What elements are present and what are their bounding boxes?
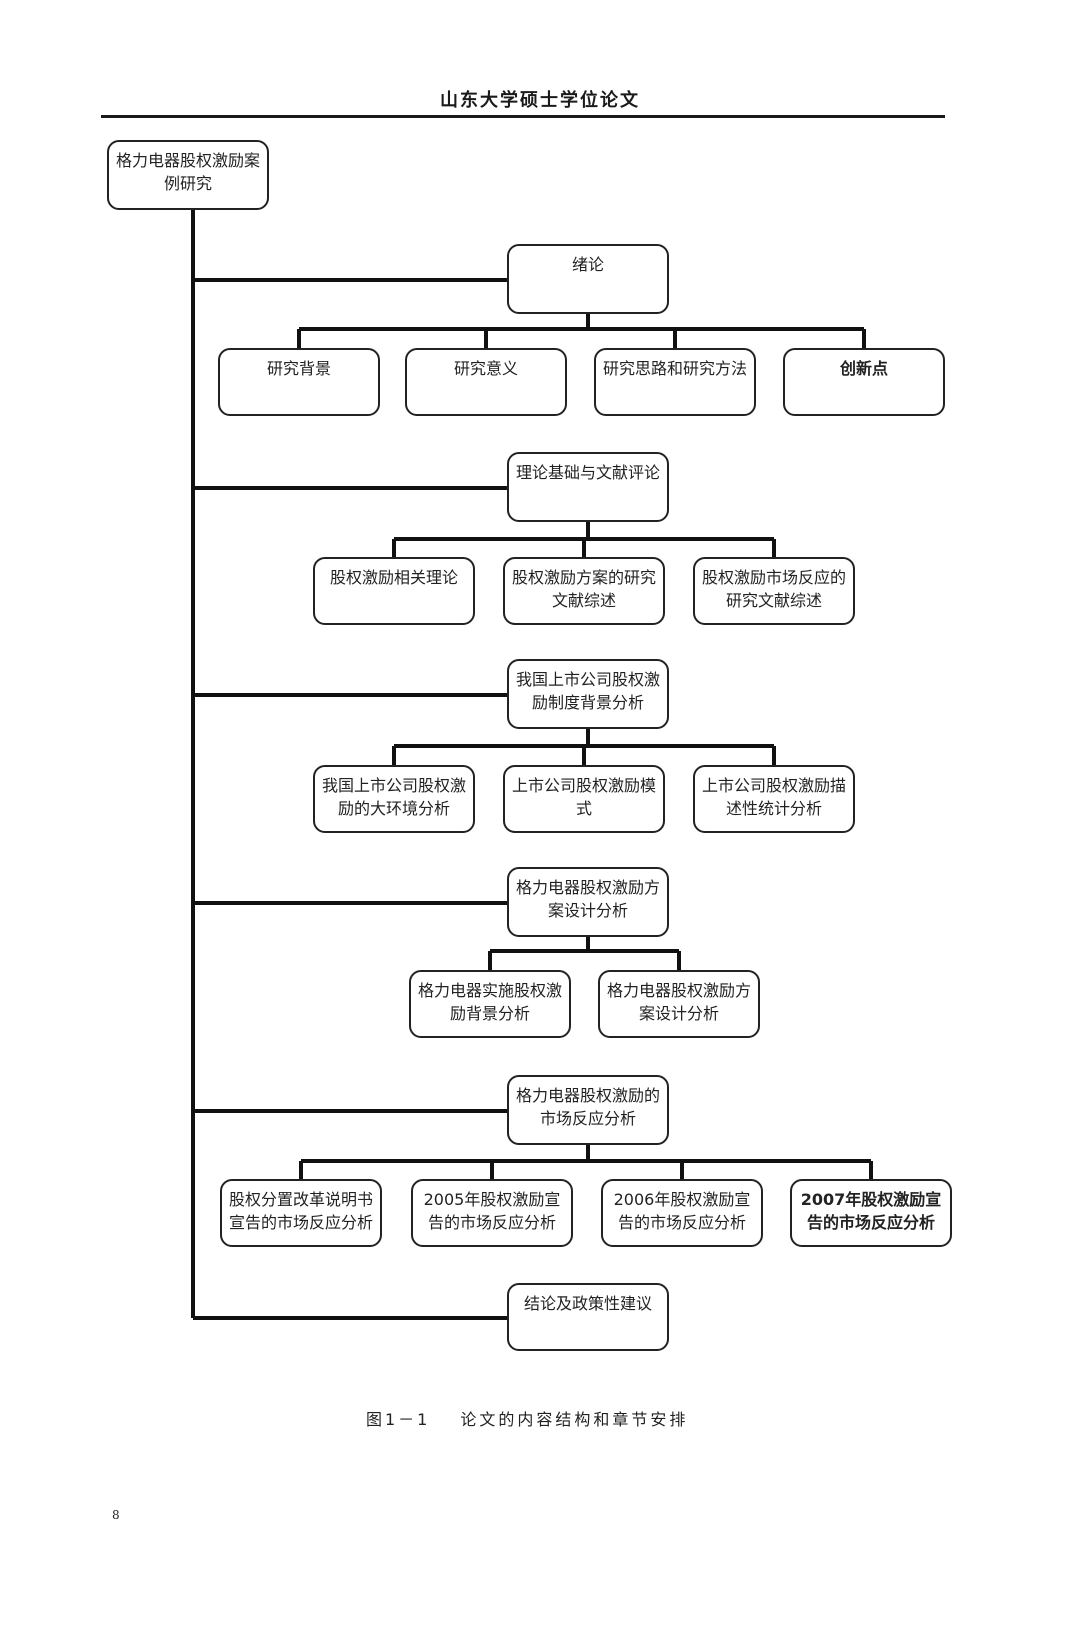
section-node: 上市公司股权激励描述性统计分析 xyxy=(693,765,855,833)
chapter-node: 绪论 xyxy=(507,244,669,314)
running-header: 山东大学硕士学位论文 xyxy=(440,90,640,111)
header-rule xyxy=(101,115,945,118)
root-node: 格力电器股权激励案例研究 xyxy=(107,140,269,210)
figure-label: 图1－1 xyxy=(366,1410,431,1429)
section-node: 股权分置改革说明书宣告的市场反应分析 xyxy=(220,1179,382,1247)
section-node: 股权激励方案的研究文献综述 xyxy=(503,557,665,625)
section-node: 2005年股权激励宣告的市场反应分析 xyxy=(411,1179,573,1247)
chapter-node: 结论及政策性建议 xyxy=(507,1283,669,1351)
section-node: 2006年股权激励宣告的市场反应分析 xyxy=(601,1179,763,1247)
chapter-node: 我国上市公司股权激励制度背景分析 xyxy=(507,659,669,729)
figure-title: 论文的内容结构和章节安排 xyxy=(460,1410,689,1429)
page-number: 8 xyxy=(112,1508,120,1522)
section-node: 研究背景 xyxy=(218,348,380,416)
chapter-node: 格力电器股权激励方案设计分析 xyxy=(507,867,669,937)
section-node: 研究思路和研究方法 xyxy=(594,348,756,416)
section-node: 格力电器股权激励方案设计分析 xyxy=(598,970,760,1038)
section-node: 2007年股权激励宣告的市场反应分析 xyxy=(790,1179,952,1247)
section-node: 研究意义 xyxy=(405,348,567,416)
chapter-node: 格力电器股权激励的市场反应分析 xyxy=(507,1075,669,1145)
section-node: 股权激励相关理论 xyxy=(313,557,475,625)
figure-caption: 图1－1 论文的内容结构和章节安排 xyxy=(366,1406,688,1430)
section-node: 股权激励市场反应的研究文献综述 xyxy=(693,557,855,625)
section-node: 创新点 xyxy=(783,348,945,416)
section-node: 我国上市公司股权激励的大环境分析 xyxy=(313,765,475,833)
section-node: 上市公司股权激励模式 xyxy=(503,765,665,833)
section-node: 格力电器实施股权激励背景分析 xyxy=(409,970,571,1038)
chapter-node: 理论基础与文献评论 xyxy=(507,452,669,522)
